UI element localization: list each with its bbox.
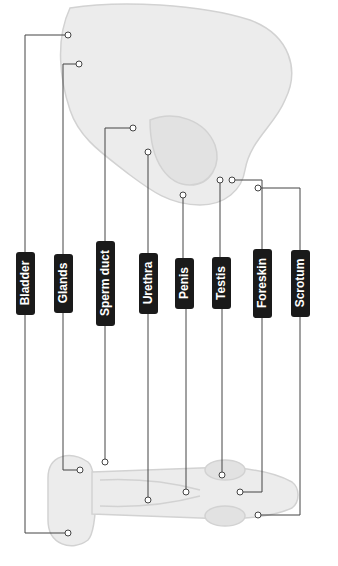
leader-line bbox=[25, 283, 65, 533]
leader-dot bbox=[130, 125, 136, 131]
part-label: Bladder bbox=[18, 261, 32, 306]
leader-dot bbox=[102, 459, 108, 465]
leader-dot bbox=[145, 149, 151, 155]
part-label: Glands bbox=[56, 263, 70, 304]
part-label: Testis bbox=[214, 266, 228, 300]
bladder-shape bbox=[48, 456, 96, 546]
leader-dot bbox=[229, 177, 235, 183]
part-label: Urethra bbox=[141, 262, 155, 305]
leader-dot bbox=[217, 177, 223, 183]
side-view-organ bbox=[150, 116, 217, 185]
leader-dot bbox=[76, 61, 82, 67]
leader-dot bbox=[145, 497, 151, 503]
testis-shape bbox=[205, 506, 245, 526]
duct-shape bbox=[100, 496, 200, 507]
leader-dot bbox=[180, 192, 186, 198]
label-box: Bladder bbox=[16, 252, 35, 315]
leader-dot bbox=[77, 467, 83, 473]
label-box: Urethra bbox=[139, 253, 158, 314]
label-box: Sperm duct bbox=[96, 241, 115, 326]
leader-dot bbox=[65, 32, 71, 38]
testis-shape bbox=[205, 460, 245, 480]
leader-dot bbox=[219, 472, 225, 478]
part-label: Sperm duct bbox=[98, 250, 112, 316]
penis-shape bbox=[92, 468, 298, 519]
leader-line bbox=[63, 64, 76, 283]
label-box: Glands bbox=[54, 254, 73, 313]
part-label: Scrotum bbox=[293, 259, 307, 308]
leader-line bbox=[186, 283, 187, 489]
part-label: Foreskin bbox=[255, 258, 269, 308]
leader-dot bbox=[65, 530, 71, 536]
leader-line bbox=[261, 283, 300, 515]
label-box: Testis bbox=[212, 257, 231, 309]
leader-dot bbox=[255, 512, 261, 518]
leader-dot bbox=[183, 489, 189, 495]
label-box: Penis bbox=[175, 258, 194, 309]
duct-shape bbox=[100, 479, 200, 490]
leader-line bbox=[222, 283, 223, 472]
label-box: Scrotum bbox=[291, 250, 310, 317]
leader-line bbox=[148, 283, 149, 497]
leader-line bbox=[25, 35, 65, 283]
part-label: Penis bbox=[177, 267, 191, 299]
label-box: Foreskin bbox=[253, 249, 272, 318]
side-view-body bbox=[61, 4, 292, 205]
leader-dot bbox=[237, 489, 243, 495]
leader-dot bbox=[255, 185, 261, 191]
